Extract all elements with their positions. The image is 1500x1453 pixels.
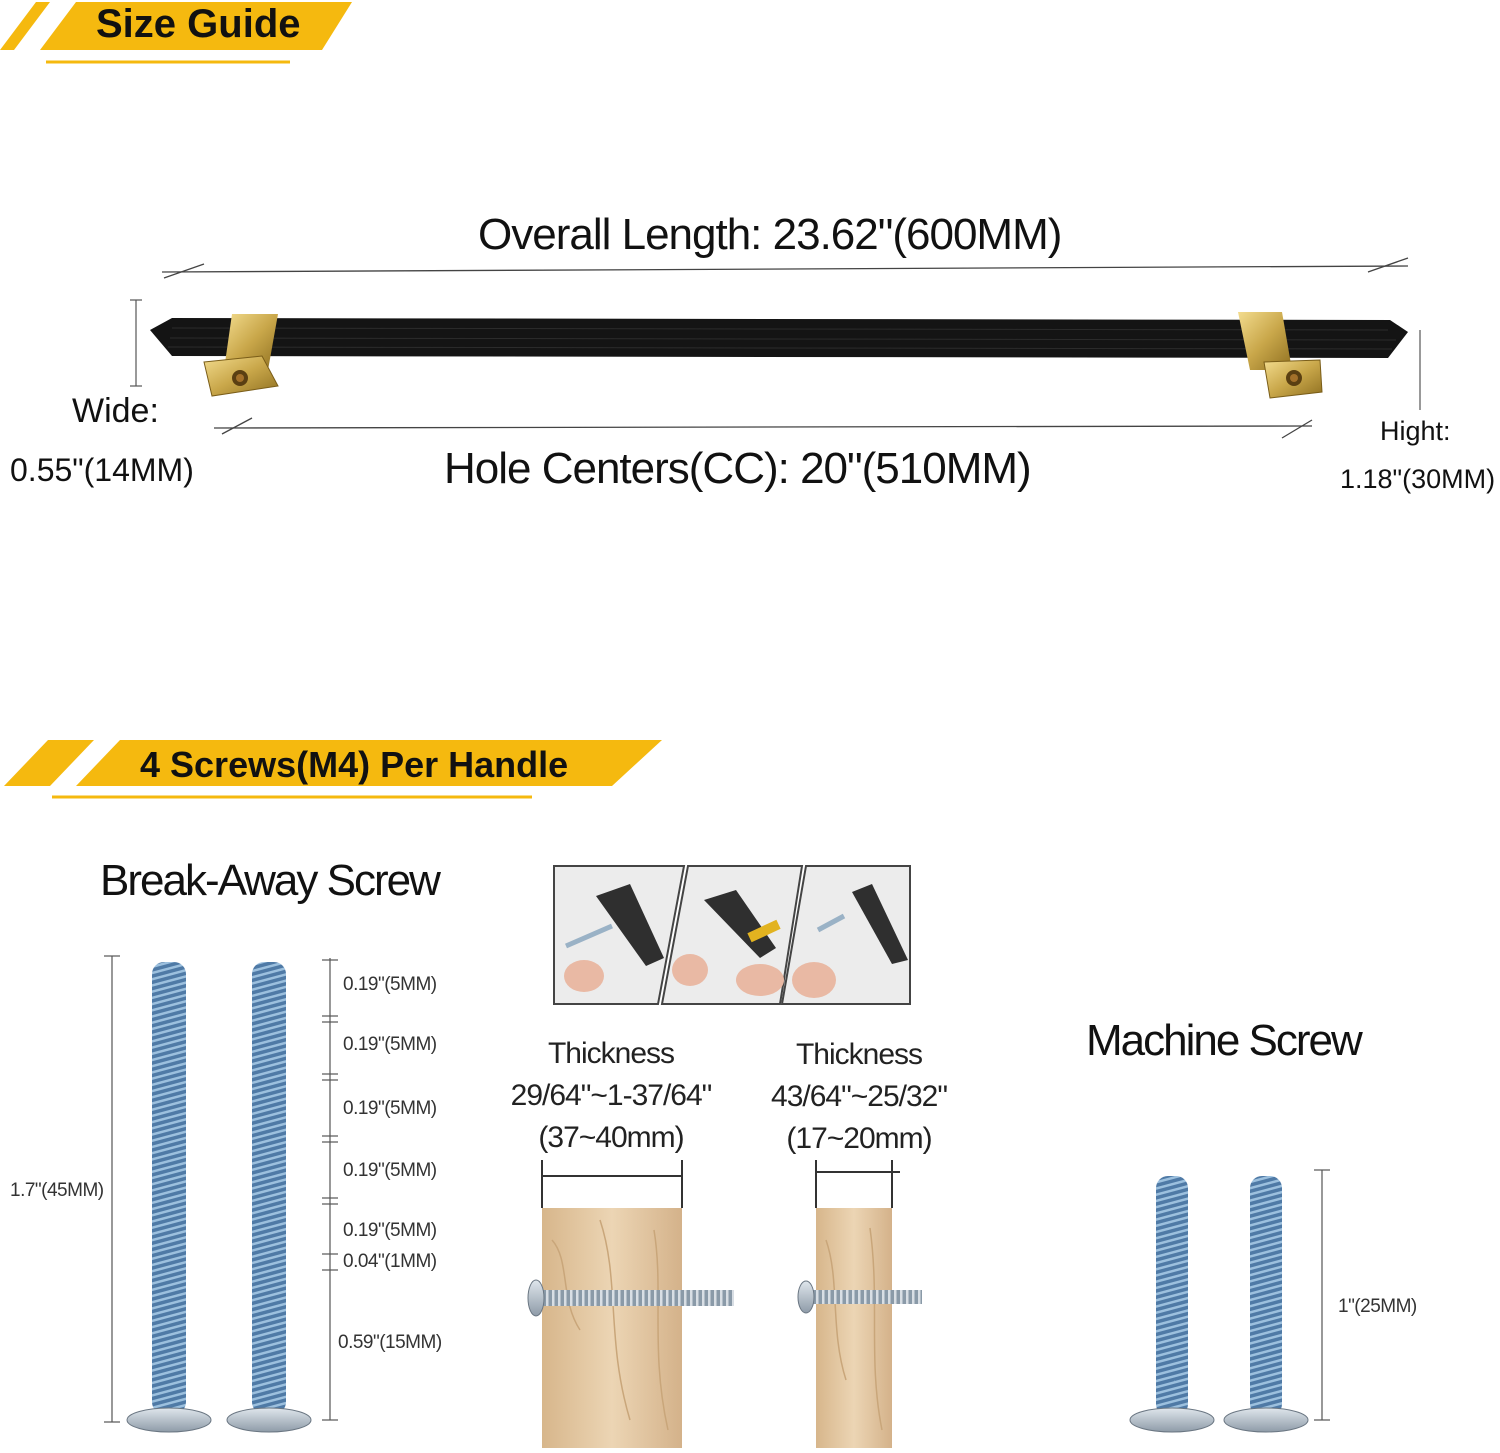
segment-7-length: 0.59"(15MM)	[338, 1332, 442, 1353]
thickness-b-label: Thickness	[795, 1038, 923, 1071]
screws-title: 4 Screws(M4) Per Handle	[140, 744, 569, 785]
width-label: Wide:	[72, 392, 159, 430]
long-screw	[540, 1290, 734, 1306]
segment-1-length: 0.19"(5MM)	[343, 974, 437, 995]
wood-board-thick	[527, 1208, 734, 1448]
machine-screw-dimension	[1314, 1169, 1330, 1421]
break-away-screw-1	[126, 962, 212, 1433]
wood-board-thin	[797, 1208, 922, 1448]
thickness-a-range-in: 29/64"~1-37/64"	[510, 1079, 713, 1112]
plier-photo-1	[553, 865, 686, 1005]
break-away-screws	[104, 955, 338, 1433]
right-brass-post	[1238, 312, 1323, 399]
hole-centers-dimension	[213, 417, 1313, 439]
screws-banner	[4, 740, 662, 799]
banner-stripe	[4, 740, 94, 786]
banner-stripe	[0, 2, 50, 50]
hole-centers-label: Hole Centers(CC): 20"(510MM)	[444, 444, 1032, 493]
segment-2-length: 0.19"(5MM)	[343, 1034, 437, 1055]
thickness-a-text: Thickness 29/64"~1-37/64" (37~40mm)	[506, 1033, 716, 1159]
break-away-title: Break-Away Screw	[100, 856, 441, 905]
machine-screw-2	[1223, 1176, 1309, 1433]
segment-3-length: 0.19"(5MM)	[343, 1098, 437, 1119]
machine-screw-title: Machine Screw	[1086, 1016, 1363, 1065]
banner-band	[40, 2, 352, 50]
segment-5-length: 0.19"(5MM)	[343, 1220, 437, 1241]
width-dimension	[130, 299, 142, 387]
width-value: 0.55"(14MM)	[10, 452, 194, 488]
thickness-a-bracket	[541, 1160, 683, 1208]
break-away-total-length: 1.7"(45MM)	[10, 1180, 104, 1201]
thickness-b-range-in: 43/64"~25/32"	[771, 1080, 948, 1113]
segment-6-length: 0.04"(1MM)	[343, 1251, 437, 1272]
segment-4-length: 0.19"(5MM)	[343, 1160, 437, 1181]
overall-length-dimension	[161, 257, 1409, 279]
cabinet-handle	[150, 312, 1408, 399]
height-value: 1.18"(30MM)	[1340, 464, 1496, 494]
thickness-b-range-mm: (17~20mm)	[786, 1122, 932, 1155]
overall-length-label: Overall Length: 23.62"(600MM)	[478, 210, 1062, 259]
thickness-b-text: Thickness 43/64"~25/32" (17~20mm)	[762, 1034, 956, 1160]
break-away-instruction-photos	[553, 865, 911, 1005]
size-guide-title: Size Guide	[96, 2, 301, 46]
machine-screws	[1129, 1169, 1330, 1433]
segment-ticks	[322, 958, 338, 1421]
thickness-a-label: Thickness	[547, 1037, 675, 1070]
machine-screw-length: 1"(25MM)	[1338, 1296, 1417, 1317]
thickness-b-bracket	[815, 1160, 900, 1208]
break-away-screw-2	[226, 962, 312, 1433]
banner-band	[76, 740, 662, 786]
left-brass-post	[203, 314, 279, 397]
plier-photo-3	[780, 865, 911, 1005]
plier-photo-2	[660, 865, 804, 1005]
thickness-a-range-mm: (37~40mm)	[538, 1121, 684, 1154]
short-screw	[810, 1290, 922, 1304]
size-guide-banner	[0, 2, 352, 64]
machine-screw-1	[1129, 1176, 1215, 1433]
height-label: Hight:	[1380, 416, 1451, 446]
